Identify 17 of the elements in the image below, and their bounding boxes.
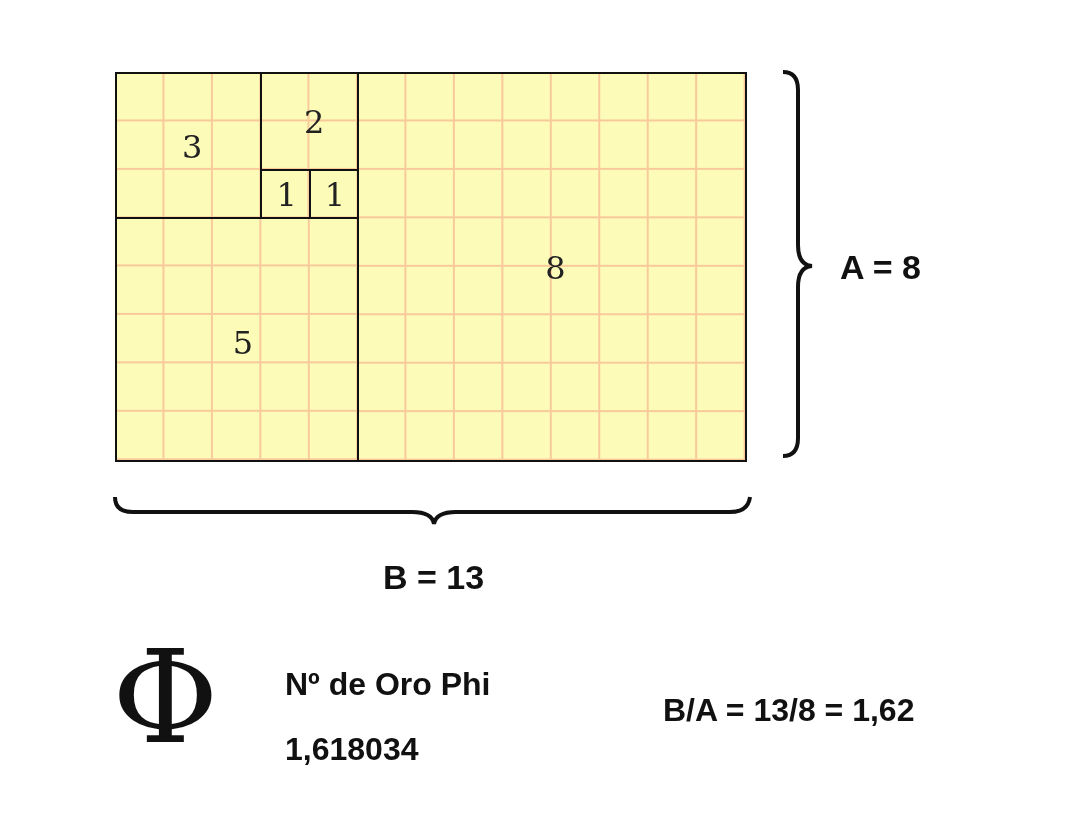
dimension-label: B = 13	[383, 560, 485, 594]
square-size-number: 3	[181, 130, 203, 163]
formula-text: B/A = 13/8 = 1,62	[663, 694, 915, 726]
value-text: 1,618034	[285, 733, 419, 765]
caption-text: Nº de Oro Phi	[285, 668, 491, 700]
square-size-number: 8	[545, 251, 566, 284]
grid-square	[260, 168, 311, 220]
phi-symbol: Φ	[112, 632, 219, 762]
square-size-number: 2	[304, 106, 325, 139]
dimension-label: A = 8	[840, 250, 921, 284]
square-size-number: 5	[232, 326, 254, 359]
grid-square	[115, 217, 360, 462]
grid-square	[115, 72, 263, 220]
square-size-number: 1	[276, 179, 297, 212]
square-size-number: 1	[324, 179, 346, 212]
grid-square	[260, 72, 360, 171]
grid-square	[357, 72, 747, 462]
